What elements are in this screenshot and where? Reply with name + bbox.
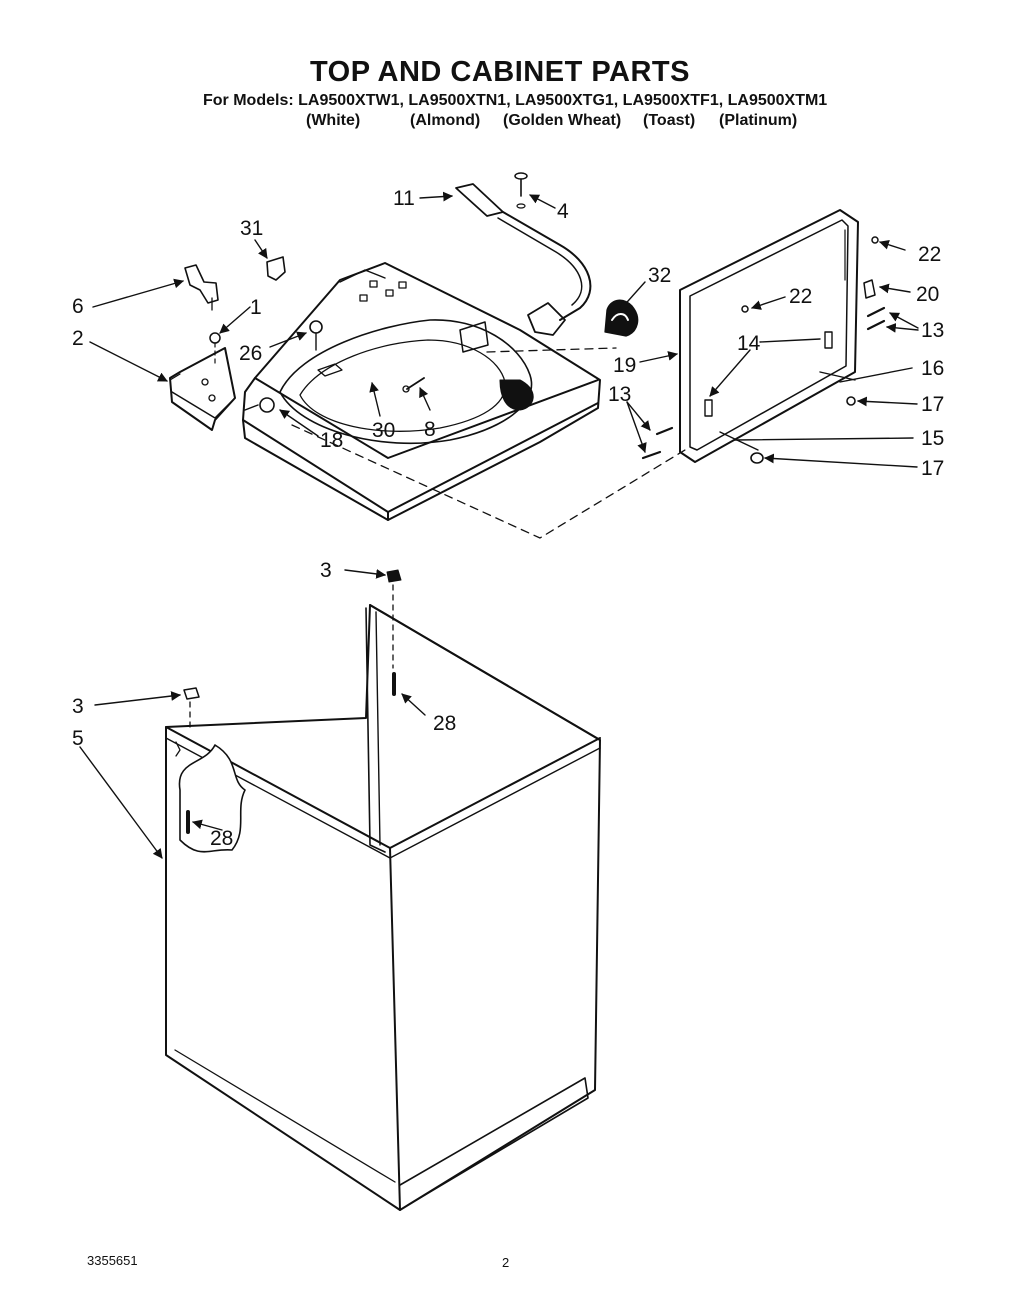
callout-13-left: 13 [608,383,631,406]
callout-18: 18 [320,429,343,452]
callout-15: 15 [921,427,944,450]
color-toast: (Toast) [643,112,696,129]
callout-labels: 11 4 31 32 22 22 20 6 1 13 2 26 14 19 16… [72,187,944,850]
clip-6 [184,264,219,311]
part-number: 3355651 [87,1253,138,1268]
part-26 [309,320,323,351]
callout-31: 31 [240,217,263,240]
color-white: (White) [306,112,361,129]
callout-3-left: 3 [72,695,84,718]
model-list: For Models: LA9500XTW1, LA9500XTN1, LA95… [203,92,828,109]
callout-2: 2 [72,327,84,350]
callout-5: 5 [72,727,84,750]
part-17-top [846,396,856,406]
part-20 [863,279,876,299]
color-list: (White) (Almond) (Golden Wheat) (Toast) … [0,112,1036,134]
callout-1: 1 [250,296,262,319]
lid-19 [679,209,859,463]
bracket-2 [169,347,236,431]
callout-6: 6 [72,295,84,318]
part-17-bottom [750,452,764,464]
hinge-line [291,424,686,539]
callout-20: 20 [916,283,939,306]
switch-harness [455,183,592,336]
color-platinum: (Platinum) [719,112,798,129]
part-8 [402,377,425,393]
part-22-top [871,236,879,244]
part-4 [514,172,528,209]
cabinet-screws [183,569,402,834]
callout-17-b: 17 [921,457,944,480]
part-32 [604,299,639,337]
callout-11: 11 [393,187,415,210]
callout-14: 14 [737,332,761,355]
page-title: TOP AND CABINET PARTS [309,56,690,88]
callout-28-bottom: 28 [210,827,233,850]
callout-30: 30 [372,419,395,442]
cabinet-5 [165,604,601,1211]
callout-22-b: 22 [789,285,812,308]
callout-4: 4 [557,200,569,223]
part-1 [209,332,221,366]
part-22-inner [741,305,749,313]
part-31 [266,256,286,281]
leader-lines [79,191,919,859]
harness-line [486,347,617,353]
part-18 [244,397,275,413]
part-13-left [641,426,674,460]
color-almond: (Almond) [410,112,481,129]
color-golden-wheat: (Golden Wheat) [503,112,622,129]
callout-22-a: 22 [918,243,941,266]
callout-8: 8 [424,418,436,441]
part-13-right [866,306,886,331]
page-number: 2 [502,1255,510,1270]
callout-17-a: 17 [921,393,944,416]
callout-3-top: 3 [320,559,332,582]
callout-13-right: 13 [921,319,944,342]
callout-28-top: 28 [433,712,456,735]
callout-32: 32 [648,264,671,287]
callout-16: 16 [921,357,944,380]
callout-19: 19 [613,354,636,377]
callout-26: 26 [239,342,262,365]
